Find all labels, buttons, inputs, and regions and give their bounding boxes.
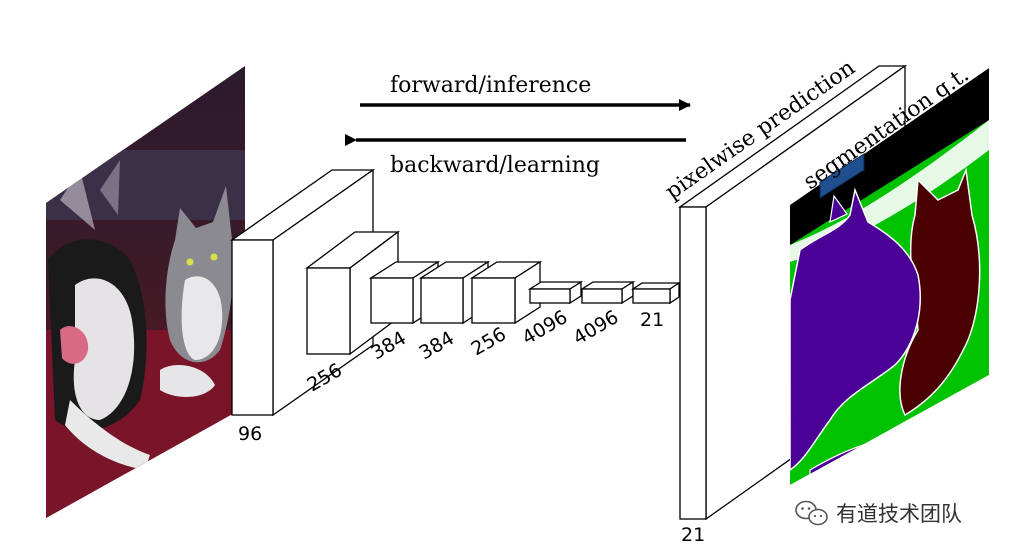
backward-label: backward/learning <box>390 153 600 178</box>
layer-block-score: 21 <box>630 281 682 331</box>
watermark-text: 有道技术团队 <box>836 502 962 526</box>
watermark: 有道技术团队 <box>795 500 962 526</box>
layer-label-conv1: 96 <box>238 423 262 445</box>
forward-label: forward/inference <box>390 73 591 98</box>
output-channels-label: 21 <box>681 524 705 546</box>
layer-label-conv4: 384 <box>416 327 458 364</box>
layer-label-conv5: 256 <box>468 323 510 360</box>
gt-marker <box>819 153 865 199</box>
forward-arrow: forward/inference <box>360 73 691 111</box>
input-photo <box>46 66 245 518</box>
layer-label-fc7: 4096 <box>570 306 623 349</box>
layer-label-score: 21 <box>640 309 664 331</box>
wechat-icon <box>795 500 828 526</box>
layer-block-conv5: 256 <box>468 260 543 360</box>
backward-arrow: backward/learning <box>345 134 686 178</box>
